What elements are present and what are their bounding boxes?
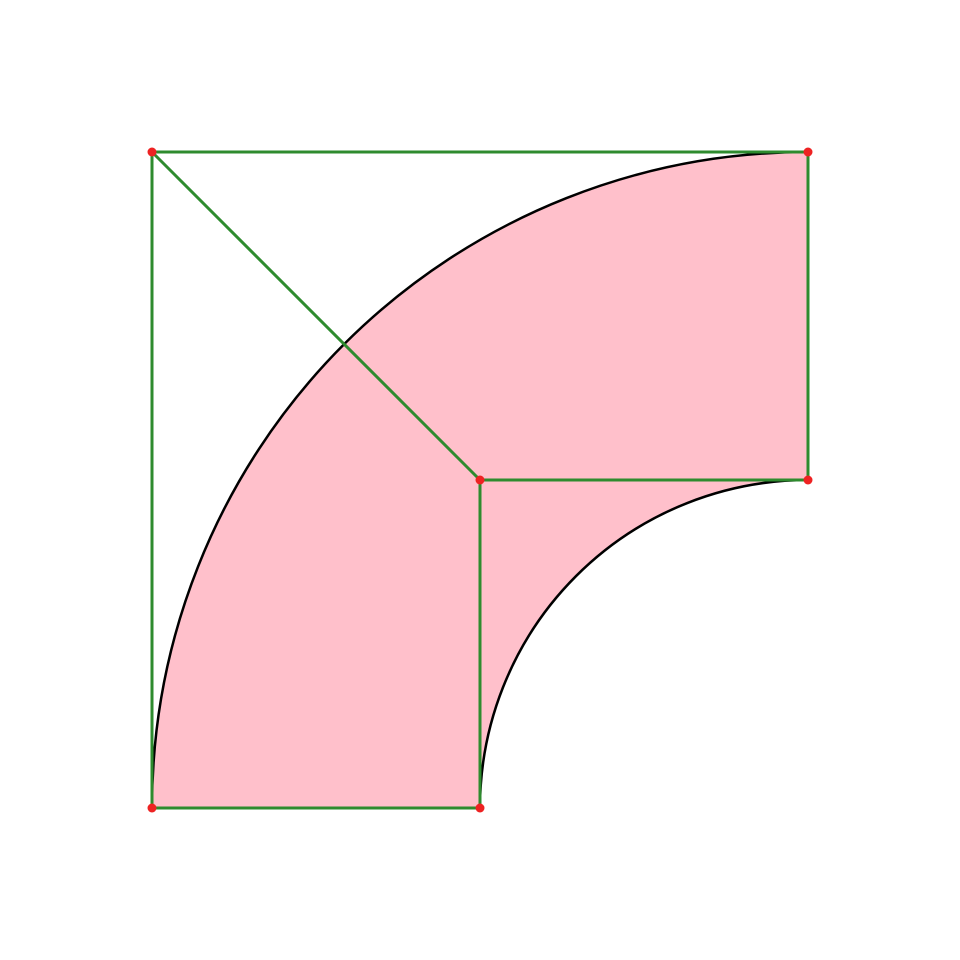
point-top-right <box>803 147 813 157</box>
point-right-mid <box>803 475 813 485</box>
point-bottom-left <box>147 803 157 813</box>
construction-lines <box>150 150 810 810</box>
point-center <box>475 475 485 485</box>
inner-arc <box>478 478 809 809</box>
point-bottom-mid <box>475 803 485 813</box>
point-top-left <box>147 147 157 157</box>
vertex-points <box>147 147 813 813</box>
diagonal <box>150 150 482 482</box>
